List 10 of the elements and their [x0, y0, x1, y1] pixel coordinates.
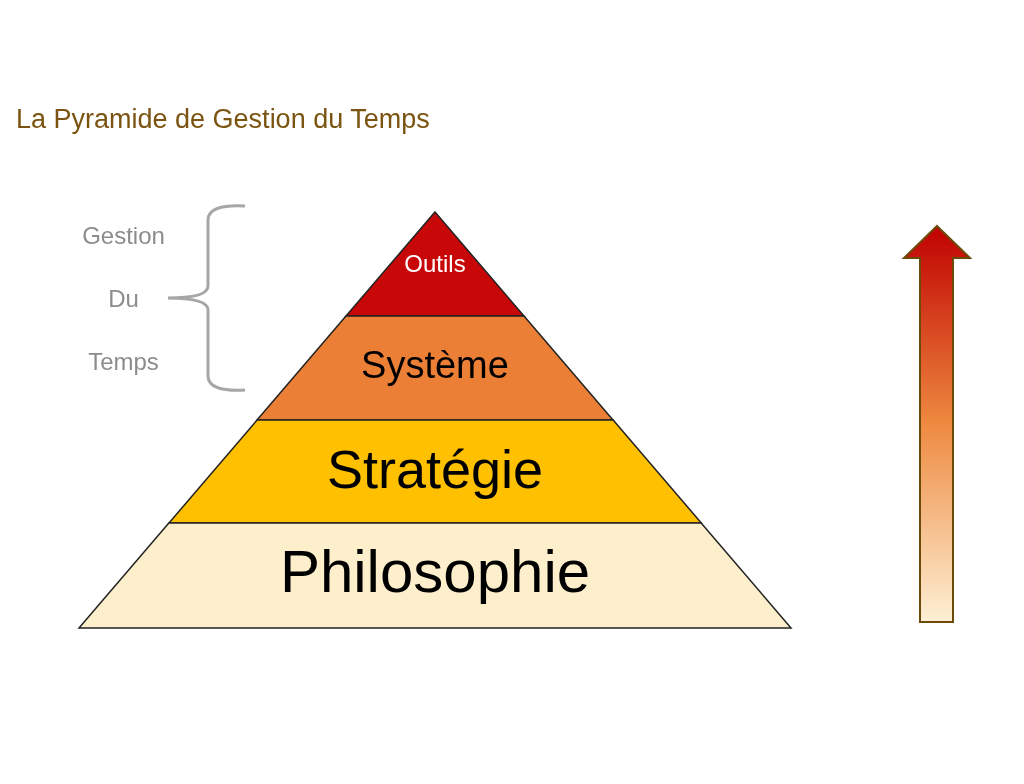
layer-label: Système [360, 344, 510, 387]
layer-label: Outils [403, 250, 467, 278]
title: La Pyramide de Gestion du Temps [16, 104, 430, 135]
pyramid-layer [346, 212, 524, 316]
pyramid-layer [168, 420, 702, 523]
bracket-label: Gestion Du Temps [81, 221, 166, 377]
pyramid-layer [79, 523, 791, 628]
layer-label: Philosophie [278, 537, 592, 606]
pyramid-layer [257, 316, 613, 420]
layer-label: Stratégie [325, 438, 545, 500]
